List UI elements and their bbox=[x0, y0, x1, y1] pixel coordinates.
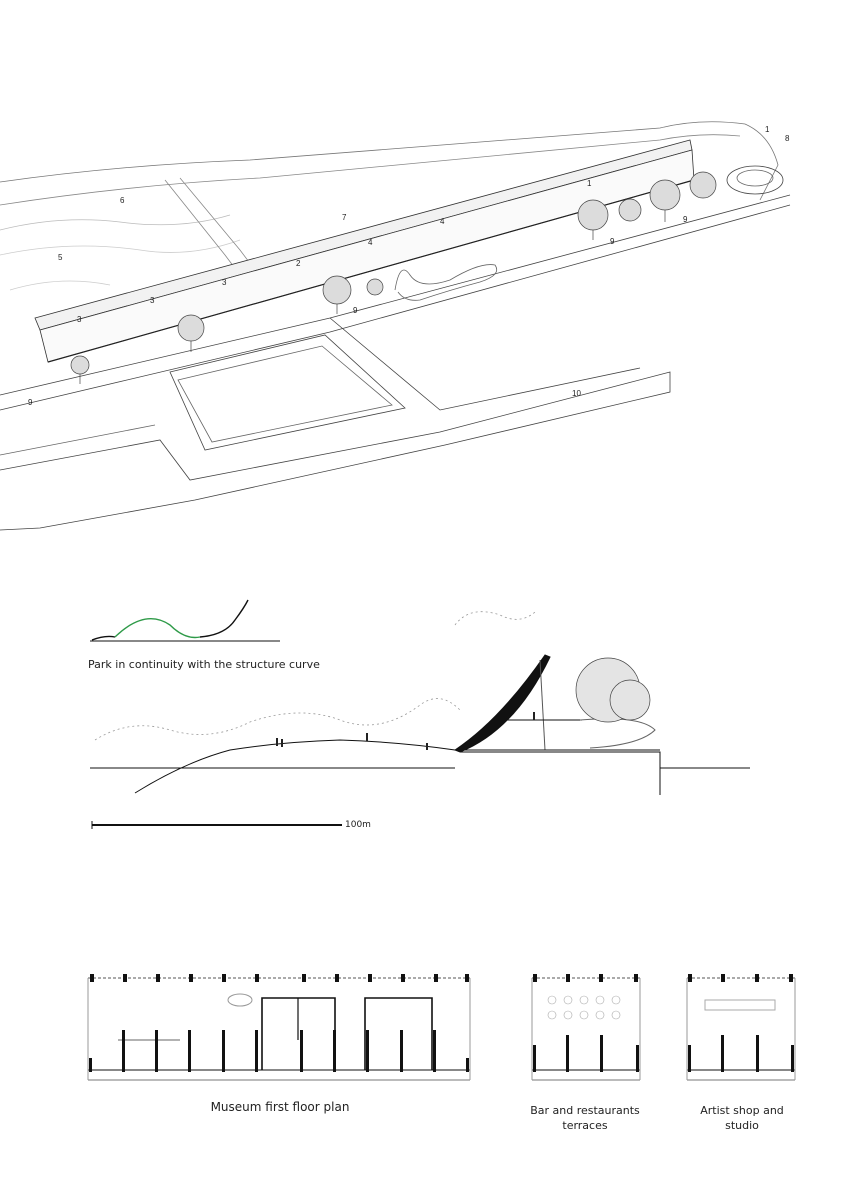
tree bbox=[322, 275, 352, 305]
zone-label: 1 bbox=[765, 125, 770, 134]
axonometric-site-view: 1 8 1 7 6 5 4 4 2 3 3 3 9 9 9 9 10 bbox=[0, 121, 791, 531]
structure-curve bbox=[453, 654, 551, 753]
plaza-inner bbox=[177, 345, 393, 443]
section-tree bbox=[575, 657, 651, 723]
curve-structure bbox=[91, 635, 116, 641]
zone-label: 6 bbox=[120, 196, 125, 205]
tree bbox=[70, 355, 90, 375]
zone-label: 4 bbox=[440, 217, 445, 226]
zone-label: 7 bbox=[342, 213, 347, 222]
curve-structure bbox=[199, 599, 249, 638]
quay-inner bbox=[0, 424, 156, 456]
zone-labels: 1 8 1 7 6 5 4 4 2 3 3 3 9 9 9 9 10 bbox=[28, 125, 790, 407]
park-path bbox=[179, 177, 256, 271]
zone-label: 5 bbox=[58, 253, 63, 262]
plaza bbox=[169, 334, 406, 451]
round-pavilion bbox=[726, 165, 784, 195]
ramp bbox=[579, 718, 656, 749]
scale-bar bbox=[91, 821, 342, 829]
park-path bbox=[164, 179, 241, 276]
tree bbox=[177, 314, 205, 342]
zone-label: 9 bbox=[610, 237, 615, 246]
zone-label: 3 bbox=[150, 296, 155, 305]
zone-label: 1 bbox=[587, 179, 592, 188]
bar-plan-caption: Bar and restaurants terraces bbox=[530, 1104, 640, 1132]
zone-label: 8 bbox=[785, 134, 790, 143]
museum-columns bbox=[89, 974, 469, 1072]
bar-plan bbox=[531, 977, 641, 1081]
scale-bar-label: 100m bbox=[345, 820, 371, 830]
hill-ridge-inner bbox=[0, 134, 741, 206]
artist-plan-caption: Artist shop and studio bbox=[700, 1104, 784, 1132]
tree bbox=[689, 171, 717, 199]
curve-diagram-caption: Park in continuity with the structure cu… bbox=[88, 658, 320, 671]
artist-columns bbox=[688, 974, 794, 1072]
section-terrain bbox=[90, 654, 750, 795]
bar-tables bbox=[547, 995, 621, 1020]
zone-label: 9 bbox=[683, 215, 688, 224]
tree bbox=[618, 198, 642, 222]
zone-label: 10 bbox=[572, 389, 581, 398]
zone-label: 2 bbox=[296, 259, 301, 268]
museum-plan bbox=[87, 977, 471, 1081]
tree bbox=[366, 278, 384, 296]
terrain-contour bbox=[9, 280, 111, 291]
zone-label: 4 bbox=[368, 238, 373, 247]
zone-label: 9 bbox=[353, 306, 358, 315]
curve-diagram bbox=[90, 599, 280, 642]
bar-columns bbox=[533, 974, 639, 1072]
terrain-contour bbox=[0, 239, 241, 256]
curve-park bbox=[114, 618, 201, 639]
tree bbox=[577, 199, 609, 231]
zone-label: 9 bbox=[28, 398, 33, 407]
tree bbox=[649, 179, 681, 211]
promenade-edge bbox=[0, 204, 791, 411]
winding-path bbox=[394, 264, 498, 301]
museum-building-facade bbox=[39, 149, 695, 363]
quay bbox=[0, 371, 671, 531]
hill-ridge bbox=[0, 121, 779, 201]
museum-plan-caption: Museum first floor plan bbox=[210, 1100, 350, 1114]
zone-label: 3 bbox=[222, 278, 227, 287]
round-pavilion-inner bbox=[736, 169, 774, 187]
zone-label: 3 bbox=[77, 315, 82, 324]
artist-plan bbox=[686, 977, 796, 1081]
terrain-contour bbox=[0, 214, 231, 231]
pier bbox=[329, 317, 641, 411]
